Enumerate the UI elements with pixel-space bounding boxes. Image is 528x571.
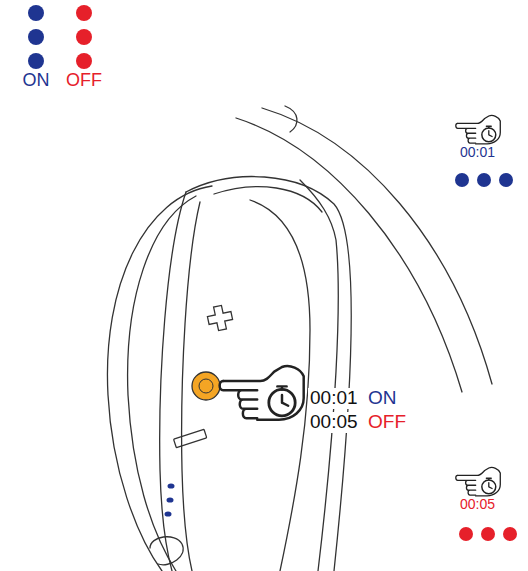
time-label: ON	[366, 388, 399, 409]
led-dots-swatch	[62, 3, 106, 71]
led-dots-swatch	[14, 3, 58, 71]
legend-text: ON	[14, 71, 58, 91]
time-label: 00:05	[308, 412, 360, 433]
time-label: OFF	[366, 412, 408, 433]
legend-text: OFF	[62, 71, 106, 91]
time-label: 00:01	[308, 388, 360, 409]
time-label: 00:05	[458, 497, 497, 512]
legend-item: OFF	[62, 3, 106, 91]
time-label: 00:01	[458, 145, 497, 160]
legend-item: ON	[14, 3, 58, 91]
